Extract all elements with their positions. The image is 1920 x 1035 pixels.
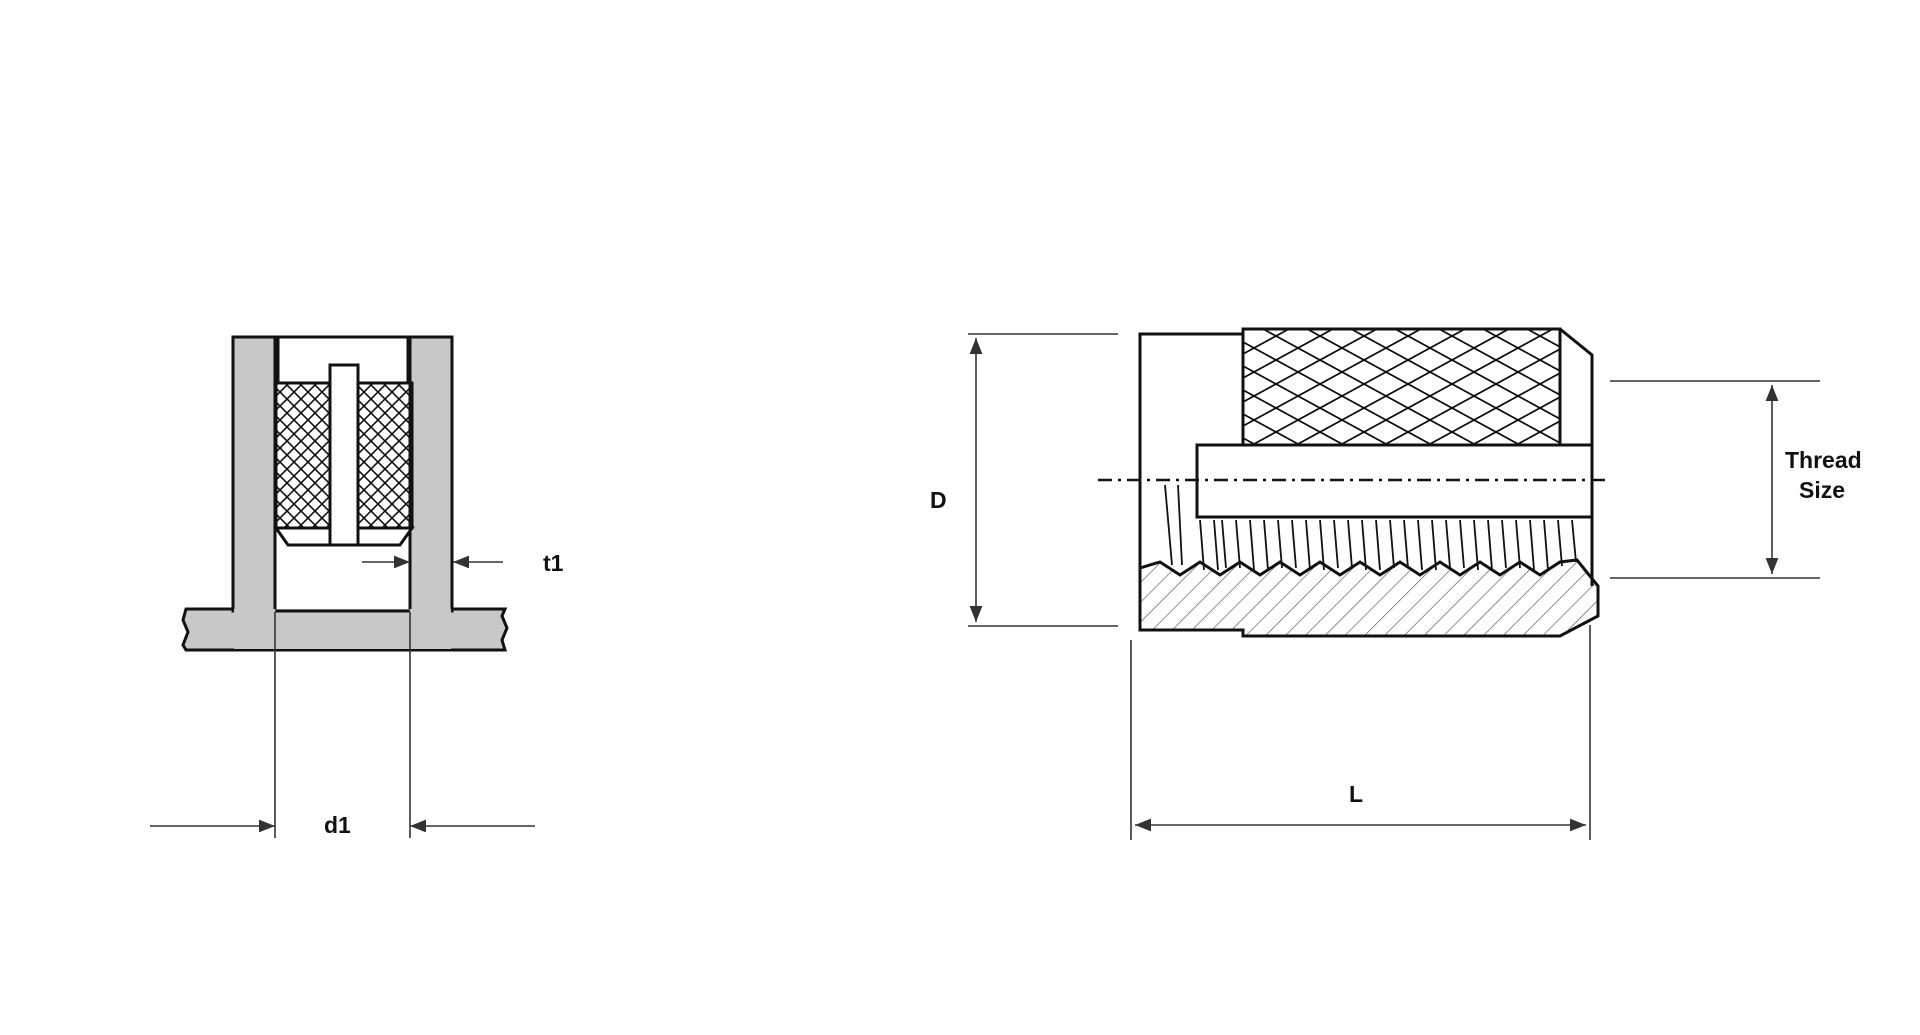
boss-wall-right bbox=[408, 335, 454, 613]
internal-thread-lines bbox=[1164, 484, 1577, 571]
t1-label: t1 bbox=[543, 550, 564, 576]
installed-insert-view: t1 d1 bbox=[150, 335, 564, 838]
insert-knurl-right bbox=[356, 381, 414, 530]
D-label: D bbox=[930, 487, 947, 513]
insert-body-outline bbox=[1138, 332, 1245, 636]
insert-chamfer-top bbox=[1559, 327, 1594, 447]
d1-label: d1 bbox=[324, 812, 351, 838]
insert-section-hatched bbox=[1138, 558, 1600, 638]
thread-size-label-line2: Size bbox=[1799, 477, 1845, 503]
L-label: L bbox=[1349, 781, 1363, 807]
insert-knurl-section bbox=[1241, 327, 1562, 447]
insert-knurl-left bbox=[274, 381, 332, 530]
insert-section-view: D L Thread Size bbox=[930, 327, 1862, 840]
boss-wall-left bbox=[231, 335, 277, 613]
thread-size-label-line1: Thread bbox=[1785, 447, 1862, 473]
